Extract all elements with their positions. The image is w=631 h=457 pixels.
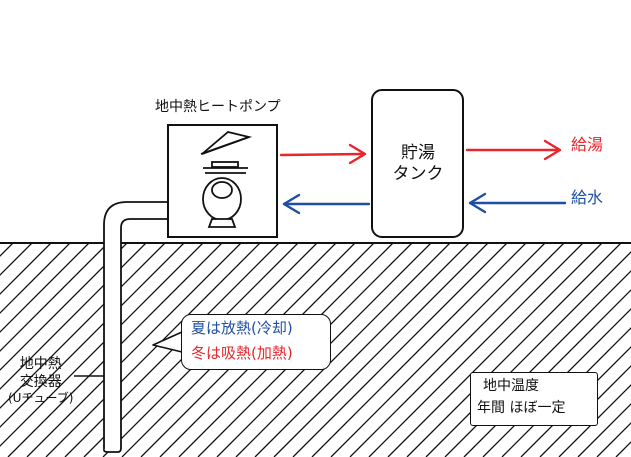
exchanger-label-line3: (Uチューブ) bbox=[8, 391, 74, 406]
hatch-line bbox=[387, 243, 603, 457]
hot-water-supply-arrow bbox=[465, 139, 562, 161]
hatch-line bbox=[273, 243, 489, 457]
hatch-line bbox=[254, 243, 470, 457]
hatch-line bbox=[577, 403, 631, 457]
hatch-line bbox=[26, 243, 242, 457]
hatch-line bbox=[406, 243, 622, 457]
hatch-line bbox=[292, 243, 508, 457]
water-supply-arrow bbox=[468, 192, 567, 214]
hatch-line bbox=[596, 422, 631, 457]
hatch-line bbox=[0, 243, 90, 333]
hot-arrow-pump-to-tank bbox=[279, 143, 367, 165]
hatch-line bbox=[0, 243, 33, 276]
hatch-line bbox=[368, 243, 584, 457]
heat-pump-label: 地中熱ヒートポンプ bbox=[155, 99, 281, 115]
ground-temp-line1: 地中温度 bbox=[483, 378, 539, 394]
exchanger-label: 地中熱 交換器 (Uチューブ) bbox=[8, 355, 73, 407]
cold-arrow-tank-to-pump bbox=[282, 193, 371, 215]
exchanger-label-line2: 交換器 bbox=[19, 374, 62, 391]
fan-unit-icon bbox=[200, 131, 253, 228]
callout-tail bbox=[152, 331, 183, 353]
hatch-line bbox=[0, 243, 52, 295]
hatch-line bbox=[0, 243, 71, 314]
ground-temp-box bbox=[470, 372, 598, 426]
hatch-line bbox=[425, 251, 631, 457]
hatch-line bbox=[0, 243, 128, 371]
hatch-line bbox=[311, 243, 527, 457]
hatch-line bbox=[0, 243, 204, 447]
hatch-line bbox=[0, 243, 109, 352]
summer-text: 夏は放熱(冷却) bbox=[191, 319, 293, 337]
tank-label-line1: 貯湯 bbox=[401, 143, 435, 163]
hot-water-supply-label: 給湯 bbox=[571, 135, 604, 154]
hatch-line bbox=[349, 243, 565, 457]
tank-label-line2: タンク bbox=[392, 164, 444, 185]
water-supply-label: 給水 bbox=[571, 188, 604, 207]
ground-temp-line2: 年間 ほぼ一定 bbox=[477, 400, 566, 416]
winter-text: 冬は吸熱(加熱) bbox=[191, 344, 293, 362]
hatch-line bbox=[330, 243, 546, 457]
storage-tank bbox=[371, 89, 464, 238]
hatch-line bbox=[235, 243, 451, 457]
hatch-line bbox=[45, 243, 261, 457]
tank-label: 貯湯 タンク bbox=[382, 143, 454, 186]
season-callout bbox=[181, 314, 331, 370]
hatch-line bbox=[0, 243, 166, 409]
u-tube bbox=[103, 201, 168, 453]
hatch-line bbox=[0, 243, 185, 428]
exchanger-label-line1: 地中熱 bbox=[19, 356, 62, 372]
